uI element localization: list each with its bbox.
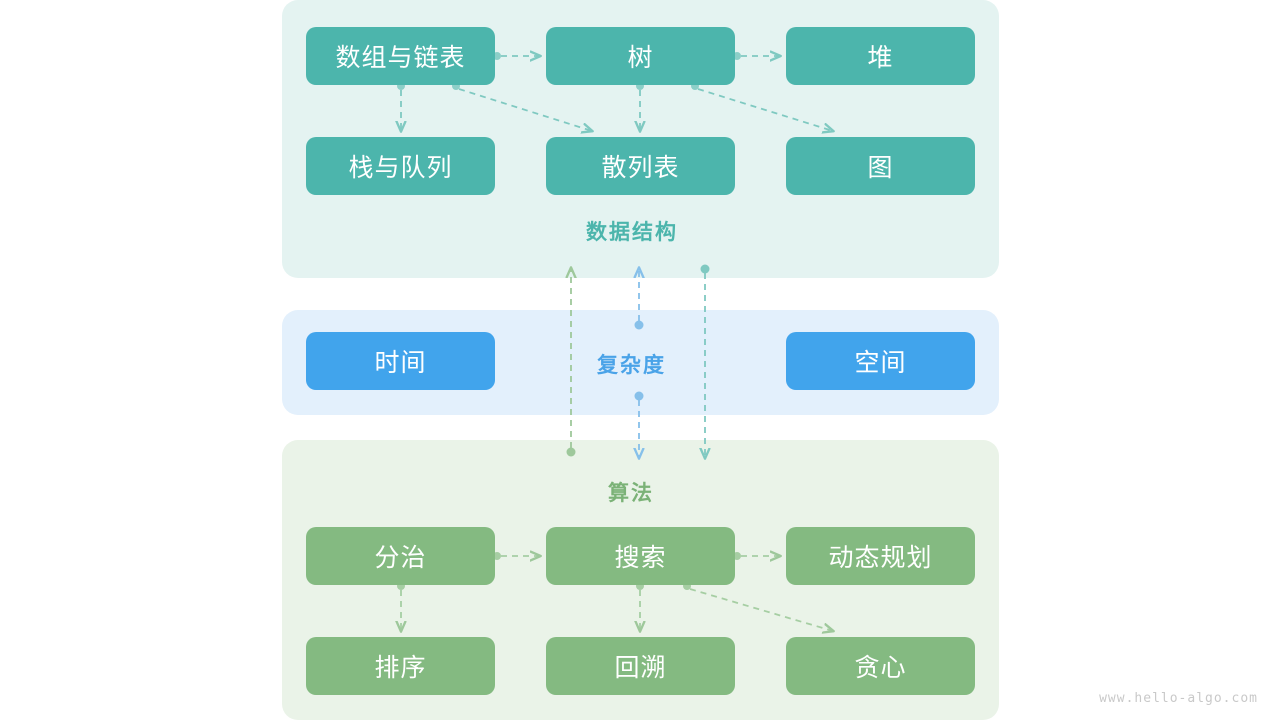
node-dynamic-programming[interactable]: 动态规划 bbox=[786, 527, 975, 585]
node-greedy[interactable]: 贪心 bbox=[786, 637, 975, 695]
node-search[interactable]: 搜索 bbox=[546, 527, 735, 585]
node-stack-queue[interactable]: 栈与队列 bbox=[306, 137, 495, 195]
node-graph[interactable]: 图 bbox=[786, 137, 975, 195]
section-caption-data-structure: 数据结构 bbox=[586, 221, 678, 244]
node-array-linkedlist[interactable]: 数组与链表 bbox=[306, 27, 495, 85]
node-hash-table[interactable]: 散列表 bbox=[546, 137, 735, 195]
node-heap[interactable]: 堆 bbox=[786, 27, 975, 85]
node-time[interactable]: 时间 bbox=[306, 332, 495, 390]
watermark-url: www.hello-algo.com bbox=[1099, 691, 1258, 706]
node-backtracking[interactable]: 回溯 bbox=[546, 637, 735, 695]
node-divide-conquer[interactable]: 分治 bbox=[306, 527, 495, 585]
node-sorting[interactable]: 排序 bbox=[306, 637, 495, 695]
node-space[interactable]: 空间 bbox=[786, 332, 975, 390]
node-tree[interactable]: 树 bbox=[546, 27, 735, 85]
section-caption-complexity: 复杂度 bbox=[597, 354, 666, 377]
section-caption-algorithm: 算法 bbox=[608, 482, 654, 505]
